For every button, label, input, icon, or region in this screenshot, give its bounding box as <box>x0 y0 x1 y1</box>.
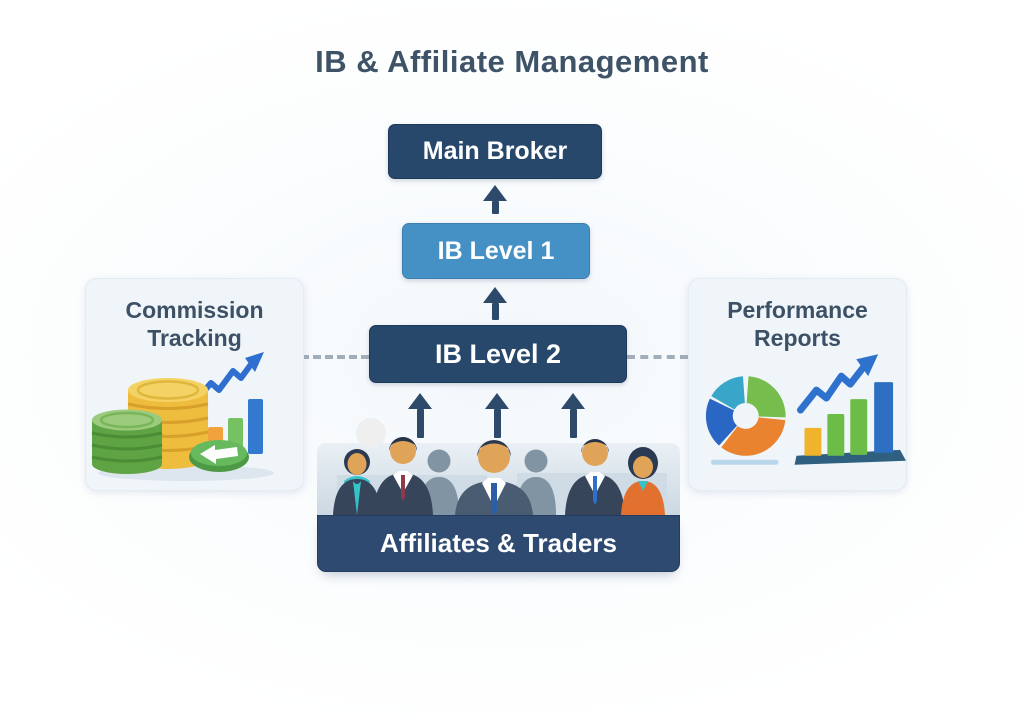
pie-bar-chart-icon <box>705 354 907 465</box>
arrow-up-traders-to-ib2-left <box>408 393 432 438</box>
arrow-stem <box>569 409 577 438</box>
arrow-head <box>408 393 432 409</box>
person-center-man <box>455 440 533 515</box>
node-affiliates-traders-label: Affiliates & Traders <box>380 528 617 558</box>
dashed-connector-right <box>627 355 688 359</box>
node-affiliates-traders: Affiliates & Traders <box>317 515 680 572</box>
node-ib-level-2-label: IB Level 2 <box>434 338 562 369</box>
arrow-stem <box>491 303 499 320</box>
arrow-stem <box>491 201 499 214</box>
arrow-stem <box>493 409 501 438</box>
commission-tracking-title: Commission Tracking <box>125 297 264 352</box>
arrow-up-ib1-to-broker <box>483 185 507 214</box>
performance-reports-card: Performance Reports <box>688 278 907 491</box>
person-hijab-woman <box>333 449 381 515</box>
node-main-broker-label: Main Broker <box>422 137 568 165</box>
commission-tracking-card: Commission Tracking <box>85 278 304 491</box>
node-ib-level-1-label: IB Level 1 <box>437 236 555 265</box>
person-orange-woman <box>621 447 665 515</box>
arrow-up-traders-to-ib2-center <box>485 393 509 438</box>
arrow-up-traders-to-ib2-right <box>561 393 585 438</box>
node-main-broker: Main Broker <box>388 124 602 179</box>
arrow-stem <box>416 409 424 438</box>
people-group-illustration <box>333 418 667 515</box>
performance-reports-title: Performance Reports <box>727 297 868 352</box>
dashed-connector-left <box>301 355 369 359</box>
node-ib-level-1: IB Level 1 <box>402 223 590 279</box>
person-suit-man <box>565 439 625 515</box>
arrow-head <box>485 393 509 409</box>
coins-growth-chart-icon <box>91 352 274 481</box>
page-title: IB & Affiliate Management <box>315 44 709 79</box>
arrow-up-ib2-to-ib1 <box>483 287 507 320</box>
arrow-head <box>483 185 507 201</box>
arrow-head <box>561 393 585 409</box>
affiliates-traders-group: Affiliates & Traders <box>317 418 680 572</box>
arrow-head <box>483 287 507 303</box>
node-ib-level-2: IB Level 2 <box>369 325 627 383</box>
person-suit-man <box>373 437 433 515</box>
